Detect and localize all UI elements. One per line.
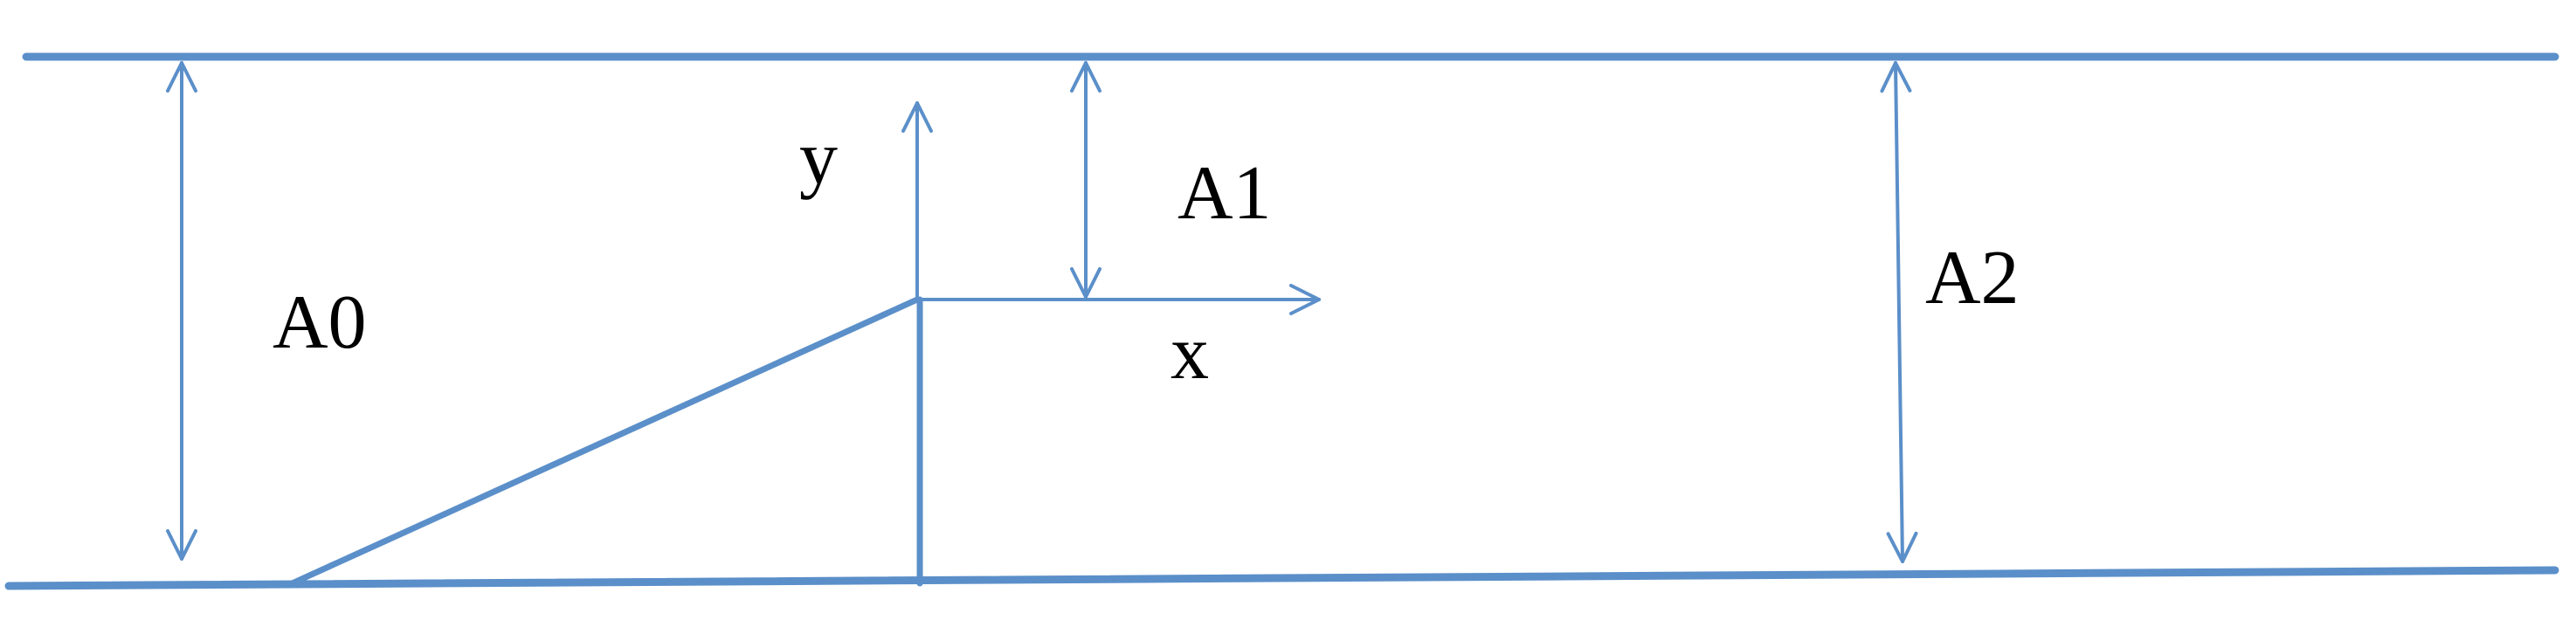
ramp-slope [285,296,921,589]
label-a1: A1 [1178,151,1272,236]
label-a2: A2 [1925,236,2020,320]
label-x: x [1171,311,1209,396]
label-y: y [799,116,838,201]
bottom-wall [4,566,2559,590]
a2-dimension-arrow [1880,61,1918,563]
label-a0: A0 [273,280,367,365]
